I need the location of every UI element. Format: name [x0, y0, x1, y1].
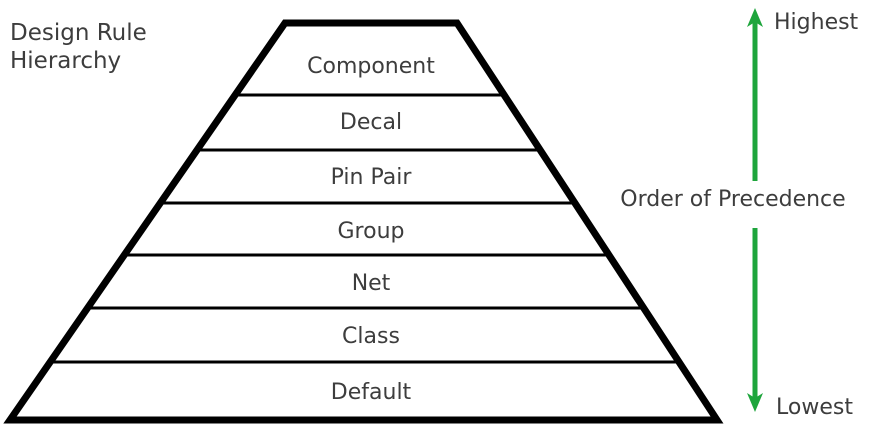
pyramid-level-label-decal: Decal [340, 110, 402, 135]
pyramid: Component Decal Pin Pair Group Net Class… [3, 19, 724, 424]
diagram-title: Design Rule Hierarchy [10, 20, 147, 74]
pyramid-level-label-pin-pair: Pin Pair [331, 165, 413, 190]
diagram-title-line2: Hierarchy [10, 48, 121, 74]
precedence-axis: Highest Order of Precedence Lowest [620, 8, 859, 420]
down-arrowhead-icon [747, 393, 763, 412]
pyramid-level-label-net: Net [352, 271, 391, 296]
pyramid-level-label-class: Class [342, 324, 400, 349]
pyramid-level-label-component: Component [307, 54, 435, 79]
order-of-precedence-label: Order of Precedence [620, 187, 845, 212]
lowest-label: Lowest [776, 395, 853, 420]
pyramid-outline [3, 19, 724, 424]
diagram-title-line1: Design Rule [10, 20, 147, 46]
pyramid-level-label-group: Group [338, 219, 405, 244]
pyramid-level-label-default: Default [331, 380, 412, 405]
highest-label: Highest [774, 10, 859, 35]
up-arrowhead-icon [747, 8, 763, 27]
